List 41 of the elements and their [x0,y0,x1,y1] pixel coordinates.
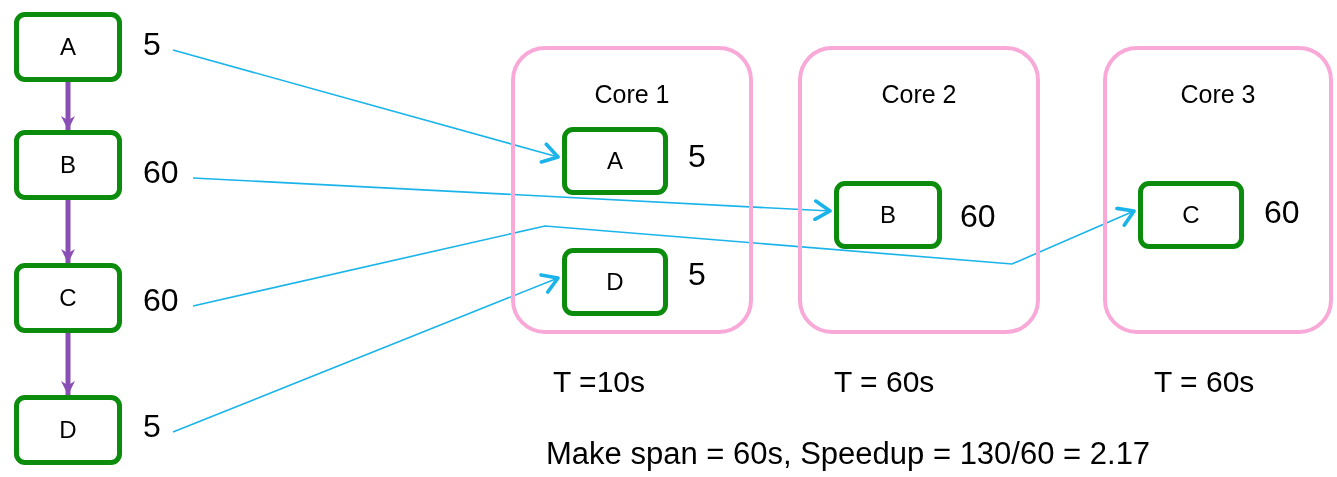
task-box [562,248,668,316]
task-label: C [59,284,77,312]
arrow [172,273,560,433]
task-label: D [606,268,624,296]
task-box [14,130,122,200]
summary-note: Make span = 60s, Speedup = 130/60 = 2.17 [546,435,1151,473]
task-box [14,12,122,82]
task-label: A [60,33,76,61]
duration-label: 60 [143,280,193,320]
task-label: B [880,201,896,229]
time-label: T = 60s [834,364,935,400]
duration-label: 5 [688,137,706,176]
task-box [562,127,668,195]
arrow [61,200,75,263]
arrow [61,82,75,130]
arrow [192,177,832,222]
time-label: T = 60s [1154,364,1255,400]
arrow [61,333,75,395]
task-label: C [1182,201,1200,229]
duration-label: 60 [1264,193,1300,232]
duration-label: 60 [143,152,193,192]
core-box [511,46,753,334]
task-box [834,181,942,249]
arrow [192,206,1136,307]
arrow [172,49,560,164]
core-box [1103,46,1333,334]
duration-label: 5 [143,406,173,446]
task-label: D [59,416,77,444]
core-title: Core 2 [880,80,958,109]
duration-label: 5 [143,24,173,64]
core-title: Core 1 [593,80,671,109]
task-box [14,395,122,465]
task-box [1138,181,1244,249]
task-label: A [607,147,623,175]
core-box [798,46,1040,334]
core-title: Core 3 [1179,80,1257,109]
task-box [14,263,122,333]
time-label: T =10s [553,364,645,400]
task-label: B [60,151,76,179]
duration-label: 5 [688,255,706,294]
duration-label: 60 [960,197,996,236]
